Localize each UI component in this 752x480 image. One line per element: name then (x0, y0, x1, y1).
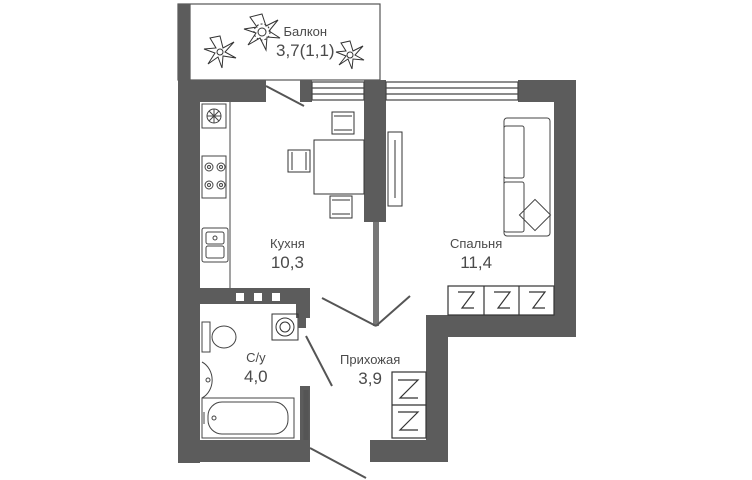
room-area: 10,3 (270, 253, 304, 272)
room-name: Балкон (283, 24, 328, 39)
bathroom-label: С/у 4,0 (244, 350, 268, 387)
sink-icon (201, 227, 229, 263)
hallway-label: Прихожая 3,9 (340, 352, 400, 389)
room-name: Прихожая (340, 352, 401, 367)
room-name: Спальня (450, 236, 503, 251)
balcony-area (177, 3, 381, 81)
walls (178, 80, 576, 463)
room-name: Кухня (270, 236, 305, 251)
door-icon (265, 85, 411, 479)
plant-icon (203, 13, 365, 70)
washbasin-icon (201, 361, 213, 399)
sofa-icon (503, 117, 552, 237)
wardrobe-icon (391, 285, 555, 439)
wall-vents (236, 293, 280, 301)
kitchen-counter (201, 102, 231, 288)
room-area: 11,4 (460, 253, 493, 272)
kitchen-label: Кухня 10,3 (270, 236, 305, 273)
balcony-window (311, 81, 519, 101)
room-area: 3,7(1,1) (276, 41, 335, 60)
dining-table-icon (287, 111, 403, 219)
room-area: 3,9 (358, 369, 382, 388)
bedroom-label: Спальня 11,4 (450, 236, 502, 273)
stove-icon (204, 162, 226, 190)
balcony-label: Балкон 3,7(1,1) (276, 24, 335, 61)
washing-machine-icon (271, 313, 306, 341)
toilet-icon (201, 321, 237, 353)
vent-fan-icon (206, 108, 222, 124)
bathtub-icon (201, 397, 295, 439)
room-name: С/у (246, 350, 266, 365)
room-area: 4,0 (244, 367, 268, 386)
